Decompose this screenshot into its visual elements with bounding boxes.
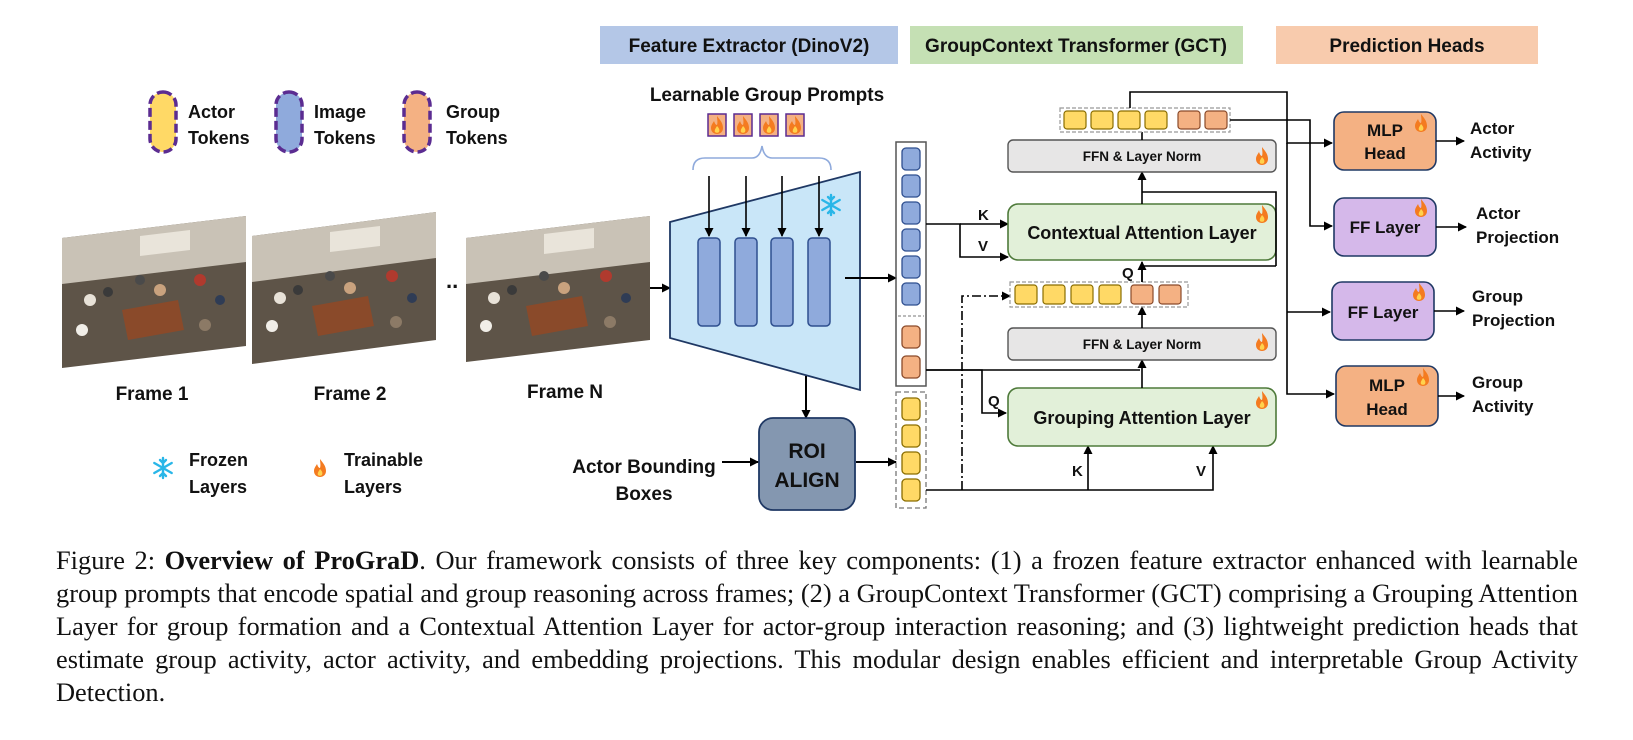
contextual-q-label: Q bbox=[1122, 265, 1134, 282]
svg-text:GroupContext Transformer (GCT): GroupContext Transformer (GCT) bbox=[925, 36, 1227, 57]
svg-text:ROI: ROI bbox=[788, 440, 825, 463]
mlp-head-actor: MLP Head bbox=[1333, 111, 1437, 171]
contextual-k-label: K bbox=[978, 207, 989, 224]
feature-extractor-block bbox=[669, 170, 861, 392]
residual-contextual bbox=[1142, 191, 1277, 266]
head-routing bbox=[1129, 91, 1335, 399]
caption-prefix: Figure 2: bbox=[56, 545, 165, 575]
actor-activity-label-1: Actor bbox=[1470, 119, 1515, 138]
mlp-head-group: MLP Head bbox=[1335, 365, 1439, 427]
actor-projection-label-2: Projection bbox=[1476, 228, 1559, 247]
learnable-group-prompts-label: Learnable Group Prompts bbox=[650, 85, 884, 106]
svg-text:Prediction Heads: Prediction Heads bbox=[1329, 36, 1484, 57]
svg-text:Tokens: Tokens bbox=[188, 128, 250, 148]
ff-layer-group: FF Layer bbox=[1331, 281, 1435, 341]
frame-image-n bbox=[466, 216, 650, 362]
grouping-k-label: K bbox=[1072, 463, 1083, 480]
ffn-layer-norm-upper: FFN & Layer Norm bbox=[1007, 139, 1277, 173]
connector-tokens-to-q bbox=[1141, 265, 1276, 282]
legend-frozen-layers: Frozen Layers bbox=[153, 450, 248, 497]
grouping-q-label: Q bbox=[988, 393, 1000, 410]
svg-text:Feature Extractor (DinoV2): Feature Extractor (DinoV2) bbox=[629, 36, 870, 57]
contextual-attention-layer: Contextual Attention Layer bbox=[1007, 203, 1277, 261]
grouping-attention-layer: Grouping Attention Layer bbox=[1007, 387, 1277, 447]
group-activity-label-2: Activity bbox=[1472, 397, 1534, 416]
svg-text:Grouping Attention Layer: Grouping Attention Layer bbox=[1033, 408, 1250, 428]
actor-bounding-boxes-label-1: Actor Bounding bbox=[572, 457, 716, 478]
actor-token-swatch bbox=[148, 90, 178, 154]
group-activity-label-1: Group bbox=[1472, 373, 1523, 392]
prompt-brace bbox=[692, 145, 832, 171]
flame-icon bbox=[314, 459, 326, 477]
group-token-swatch bbox=[402, 90, 432, 154]
svg-text:ALIGN: ALIGN bbox=[774, 469, 839, 492]
svg-text:MLP: MLP bbox=[1367, 121, 1403, 140]
header-feature-extractor: Feature Extractor (DinoV2) bbox=[600, 26, 898, 64]
caption-body: . Our framework consists of three key co… bbox=[56, 545, 1579, 707]
legend-image-tokens: Image Tokens bbox=[274, 90, 376, 154]
svg-text:Layers: Layers bbox=[189, 477, 247, 497]
ffn-layer-norm-lower: FFN & Layer Norm bbox=[1007, 327, 1277, 361]
actor-activity-label-2: Activity bbox=[1470, 143, 1532, 162]
actor-bounding-boxes-label-2: Boxes bbox=[615, 484, 672, 505]
svg-text:Tokens: Tokens bbox=[446, 128, 508, 148]
middle-token-row bbox=[1009, 281, 1189, 308]
frame-image-1 bbox=[62, 216, 246, 368]
group-projection-label-2: Projection bbox=[1472, 311, 1555, 330]
svg-text:FF Layer: FF Layer bbox=[1350, 218, 1421, 237]
grouping-v-label: V bbox=[1196, 463, 1206, 480]
svg-text:Head: Head bbox=[1366, 400, 1408, 419]
svg-text:Actor: Actor bbox=[188, 102, 235, 122]
svg-text:Group: Group bbox=[446, 102, 500, 122]
actor-token-column bbox=[895, 391, 927, 509]
architecture-diagram: Feature Extractor (DinoV2) GroupContext … bbox=[62, 26, 1559, 511]
header-prediction-heads: Prediction Heads bbox=[1276, 26, 1538, 64]
header-gct: GroupContext Transformer (GCT) bbox=[910, 26, 1243, 64]
connections bbox=[926, 219, 1218, 491]
svg-text:Frozen: Frozen bbox=[189, 450, 248, 470]
image-group-token-column bbox=[895, 141, 927, 387]
svg-text:MLP: MLP bbox=[1369, 376, 1405, 395]
svg-text:Contextual Attention Layer: Contextual Attention Layer bbox=[1027, 223, 1256, 243]
svg-text:Trainable: Trainable bbox=[344, 450, 423, 470]
actor-projection-label-1: Actor bbox=[1476, 204, 1521, 223]
snowflake-icon bbox=[153, 456, 173, 480]
svg-text:Image: Image bbox=[314, 102, 366, 122]
svg-text:Layers: Layers bbox=[344, 477, 402, 497]
frames-ellipsis: .. bbox=[446, 268, 458, 293]
prompt-tokens bbox=[707, 113, 805, 137]
contextual-v-label: V bbox=[978, 238, 988, 255]
top-token-row bbox=[1059, 107, 1231, 133]
legend-group-tokens: Group Tokens bbox=[402, 90, 508, 154]
legend-actor-tokens: Actor Tokens bbox=[148, 90, 250, 154]
svg-text:Head: Head bbox=[1364, 144, 1406, 163]
roi-align-block: ROI ALIGN bbox=[758, 417, 856, 511]
svg-text:FF Layer: FF Layer bbox=[1348, 303, 1419, 322]
frame-2-label: Frame 2 bbox=[314, 384, 387, 405]
frame-image-2 bbox=[252, 212, 436, 364]
caption-bold-title: Overview of ProGraD bbox=[164, 545, 420, 575]
svg-text:FFN & Layer Norm: FFN & Layer Norm bbox=[1083, 149, 1202, 164]
group-projection-label-1: Group bbox=[1472, 287, 1523, 306]
image-token-swatch bbox=[274, 90, 304, 154]
ff-layer-actor: FF Layer bbox=[1333, 197, 1437, 257]
frame-n-label: Frame N bbox=[527, 382, 603, 403]
frame-1-label: Frame 1 bbox=[116, 384, 189, 405]
svg-text:FFN & Layer Norm: FFN & Layer Norm bbox=[1083, 337, 1202, 352]
head-output-arrows bbox=[1434, 136, 1467, 401]
svg-text:Tokens: Tokens bbox=[314, 128, 376, 148]
legend-trainable-layers: Trainable Layers bbox=[314, 450, 423, 497]
figure-caption: Figure 2: Overview of ProGraD. Our frame… bbox=[56, 544, 1578, 709]
